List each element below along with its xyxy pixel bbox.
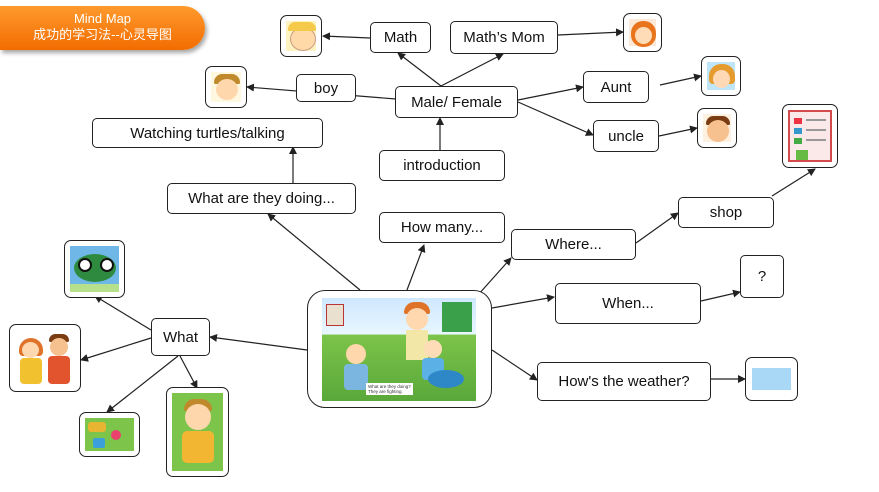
node-what: What [151,318,210,356]
node-boy: boy [296,74,356,102]
family-image [9,324,81,392]
boy-glasses-image [166,387,229,477]
node-uncle: uncle [593,120,659,152]
node-math: Math [370,22,431,53]
node-when: When... [555,283,701,324]
banner-subtitle: 成功的学习法--心灵导图 [33,27,172,42]
pictures-image [79,412,140,457]
node-what-doing: What are they doing... [167,183,356,214]
boy-face-image [205,66,247,108]
central-scene-image: What are they doing? They are fighting. [322,298,476,401]
aunt-face-image [701,56,741,96]
node-shop: shop [678,197,774,228]
weather-sky-image [745,357,798,401]
uncle-face-image [697,108,737,148]
node-aunt: Aunt [583,71,649,103]
maths-mom-face-image [623,13,662,52]
math-face-image [280,15,322,57]
title-banner: Mind Map 成功的学习法--心灵导图 [0,6,205,50]
scene-caption-answer: They are fighting. [368,389,403,394]
shop-image [782,104,838,168]
node-question: ? [740,255,784,298]
node-maths-mom: Math’s Mom [450,21,558,54]
node-how-many: How many... [379,212,505,243]
node-male-female: Male/ Female [395,86,518,118]
node-weather: How's the weather? [537,362,711,401]
turtles-image [64,240,125,298]
node-introduction: introduction [379,150,505,181]
banner-title: Mind Map [73,11,132,26]
central-scene-frame: What are they doing? They are fighting. [307,290,492,408]
scene-caption-question: What are they doing? [368,384,411,389]
scene-caption: What are they doing? They are fighting. [366,383,413,395]
node-where: Where... [511,229,636,260]
node-watching: Watching turtles/talking [92,118,323,148]
